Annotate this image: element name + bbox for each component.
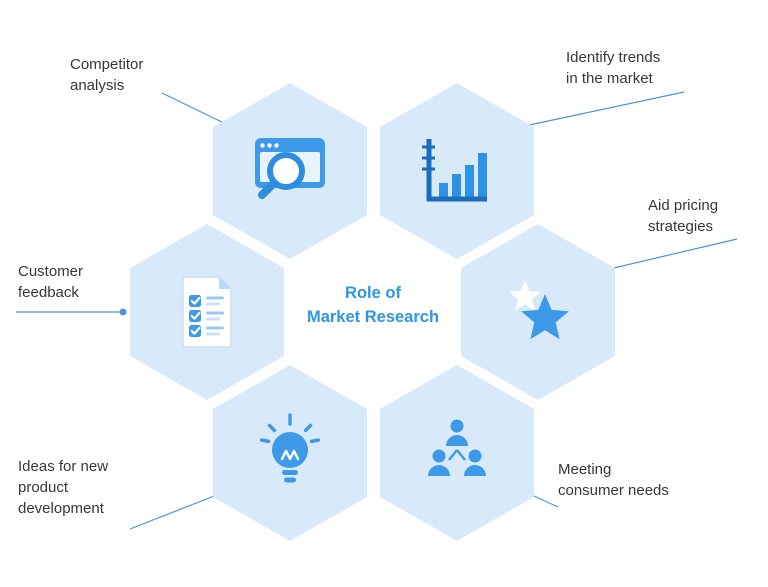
label-aid-pricing: Aid pricing strategies: [648, 197, 719, 235]
label-new-product-ideas: Ideas for new product development: [18, 458, 109, 517]
bar-chart-icon: [422, 139, 487, 202]
label-identify-trends: Identify trends in the market: [566, 49, 661, 87]
hexagon-consumer-needs: [380, 365, 534, 541]
label-customer-feedback: Customer feedback: [18, 263, 84, 301]
checklist-icon: [182, 276, 232, 348]
title-line-2: Market Research: [306, 307, 440, 326]
label-consumer-needs: Meeting consumer needs: [558, 461, 669, 499]
browser-search-icon: [255, 138, 325, 199]
title-line-1: Role of: [345, 284, 401, 302]
hexagon-identify-trends: [380, 83, 534, 259]
hexagon-aid-pricing: [461, 224, 615, 400]
label-competitor-analysis: Competitor analysis: [70, 56, 144, 94]
people-network-icon: [428, 419, 486, 476]
hexagon-customer-feedback: [130, 224, 284, 400]
lightbulb-icon: [259, 413, 321, 483]
diagram-title: Role of Market Research: [288, 282, 458, 330]
hexagon-new-product-ideas: [213, 365, 367, 541]
stars-icon: [509, 280, 569, 340]
hexagon-competitor-analysis: [213, 83, 367, 259]
